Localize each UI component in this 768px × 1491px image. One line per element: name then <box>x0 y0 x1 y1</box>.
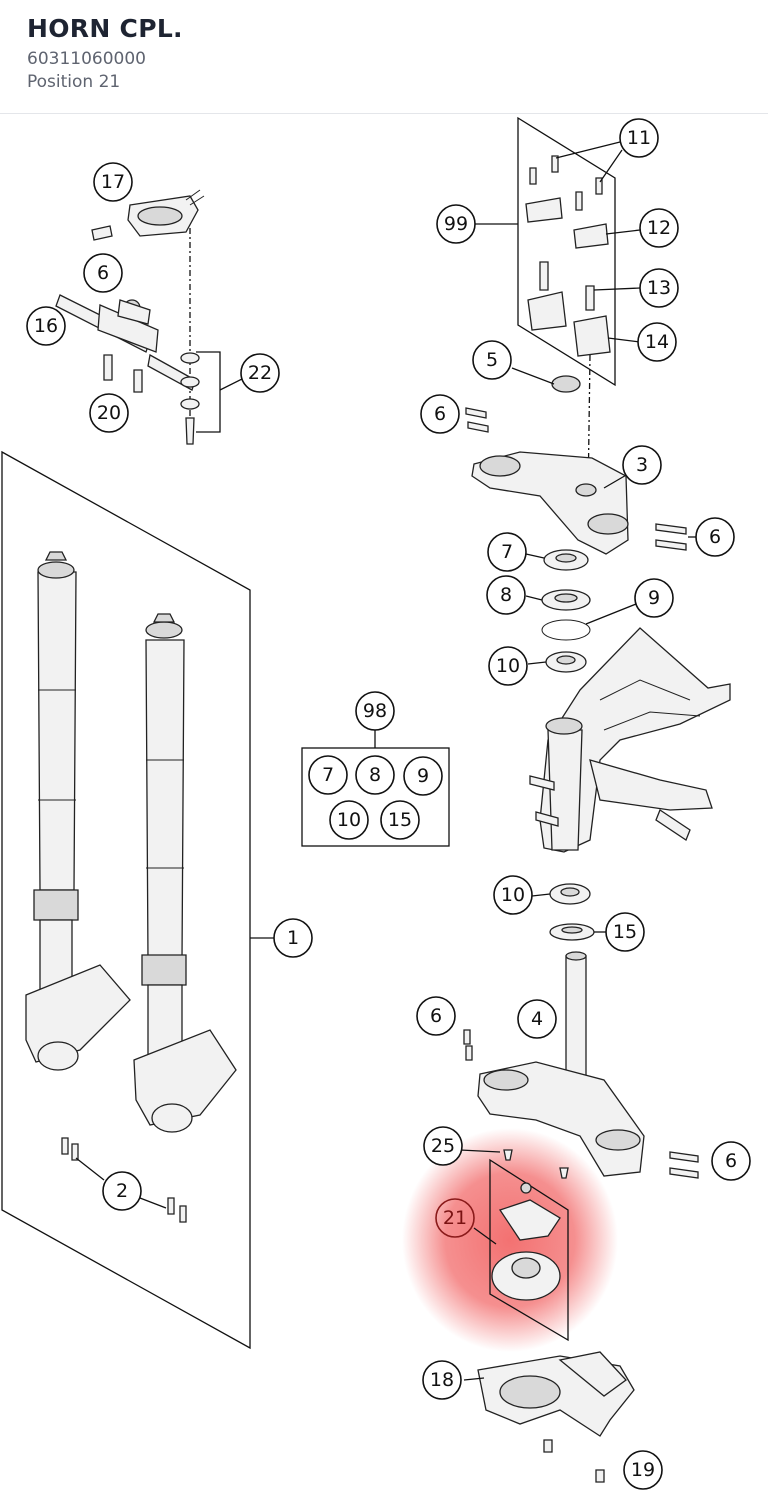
svg-text:7: 7 <box>501 541 513 563</box>
callout-18[interactable]: 18 <box>422 1360 462 1400</box>
svg-text:20: 20 <box>97 402 121 424</box>
svg-text:4: 4 <box>531 1008 543 1030</box>
svg-text:14: 14 <box>645 331 669 353</box>
svg-text:11: 11 <box>627 127 651 149</box>
callout-9[interactable]: 9 <box>634 578 674 618</box>
bearings-group <box>525 549 637 673</box>
callout-20[interactable]: 20 <box>89 393 129 433</box>
svg-text:3: 3 <box>636 454 648 476</box>
svg-text:2: 2 <box>116 1180 128 1202</box>
callout-3[interactable]: 3 <box>622 445 662 485</box>
svg-text:10: 10 <box>501 884 525 906</box>
svg-text:10: 10 <box>337 809 361 831</box>
callout-7[interactable]: 7 <box>487 532 527 572</box>
callout-13[interactable]: 13 <box>639 268 679 308</box>
callout-10-upper[interactable]: 10 <box>488 646 528 686</box>
svg-text:6: 6 <box>97 262 109 284</box>
callout-12[interactable]: 12 <box>639 208 679 248</box>
svg-text:99: 99 <box>444 213 468 235</box>
svg-text:25: 25 <box>431 1135 455 1157</box>
callout-98[interactable]: 98 <box>355 691 395 731</box>
svg-text:17: 17 <box>101 171 125 193</box>
svg-text:15: 15 <box>613 921 637 943</box>
svg-text:13: 13 <box>647 277 671 299</box>
kit-item-7[interactable]: 7 <box>308 755 348 795</box>
horn-assembly[interactable] <box>459 1149 569 1342</box>
svg-text:1: 1 <box>287 927 299 949</box>
steering-damper-group <box>55 189 245 445</box>
callout-6-lower-left[interactable]: 6 <box>416 996 456 1036</box>
kit-item-8[interactable]: 8 <box>355 755 395 795</box>
screws-2 <box>61 1137 187 1223</box>
svg-text:7: 7 <box>322 764 334 786</box>
callout-15[interactable]: 15 <box>605 912 645 952</box>
highlight-glow <box>402 1128 618 1352</box>
svg-text:8: 8 <box>369 764 381 786</box>
svg-text:15: 15 <box>388 809 412 831</box>
callout-8[interactable]: 8 <box>486 575 526 615</box>
position-label: Position 21 <box>27 72 121 92</box>
header: HORN CPL. 60311060000 Position 21 <box>0 0 768 114</box>
svg-text:18: 18 <box>430 1369 454 1391</box>
callout-6-clamp-right[interactable]: 6 <box>695 517 735 557</box>
callout-16[interactable]: 16 <box>26 306 66 346</box>
part-title: HORN CPL. <box>27 14 183 43</box>
callout-19[interactable]: 19 <box>623 1450 663 1490</box>
callout-21[interactable]: 21 <box>435 1198 475 1238</box>
svg-text:16: 16 <box>34 315 58 337</box>
fork-legs-group <box>1 450 274 1350</box>
frame-section <box>529 627 731 853</box>
part-number: 60311060000 <box>27 49 146 69</box>
svg-text:22: 22 <box>248 362 272 384</box>
svg-text:9: 9 <box>648 587 660 609</box>
svg-text:21: 21 <box>443 1207 467 1229</box>
svg-text:6: 6 <box>725 1150 737 1172</box>
top-clamp-group <box>465 116 696 555</box>
svg-text:6: 6 <box>434 403 446 425</box>
headlight-mount <box>463 1351 635 1483</box>
exploded-parts-diagram: 1 2 3 4 5 6 6 6 6 6 7 8 9 10 10 11 12 13… <box>1 116 751 1490</box>
callout-5[interactable]: 5 <box>472 340 512 380</box>
lower-triple-clamp <box>463 951 699 1179</box>
svg-text:10: 10 <box>496 655 520 677</box>
svg-text:8: 8 <box>500 584 512 606</box>
callout-1[interactable]: 1 <box>273 918 313 958</box>
callout-25[interactable]: 25 <box>423 1126 463 1166</box>
callout-2[interactable]: 2 <box>102 1171 142 1211</box>
kit-item-15[interactable]: 15 <box>380 800 420 840</box>
callout-22[interactable]: 22 <box>240 353 280 393</box>
callout-99[interactable]: 99 <box>436 204 476 244</box>
callout-6-damper[interactable]: 6 <box>83 253 123 293</box>
svg-text:6: 6 <box>709 526 721 548</box>
callout-17[interactable]: 17 <box>93 162 133 202</box>
callout-6-clamp-left[interactable]: 6 <box>420 394 460 434</box>
svg-text:19: 19 <box>631 1459 655 1481</box>
lower-bearings <box>531 883 606 941</box>
callout-4[interactable]: 4 <box>517 999 557 1039</box>
svg-text:6: 6 <box>430 1005 442 1027</box>
callout-10-lower[interactable]: 10 <box>493 875 533 915</box>
callout-11[interactable]: 11 <box>619 118 659 158</box>
svg-text:12: 12 <box>647 217 671 239</box>
kit-box-98 <box>301 730 450 847</box>
callout-14[interactable]: 14 <box>637 322 677 362</box>
callout-6-lower-right[interactable]: 6 <box>711 1141 751 1181</box>
svg-text:98: 98 <box>363 700 387 722</box>
kit-item-10[interactable]: 10 <box>329 800 369 840</box>
svg-text:9: 9 <box>417 765 429 787</box>
svg-text:5: 5 <box>486 349 498 371</box>
kit-item-9[interactable]: 9 <box>403 756 443 796</box>
